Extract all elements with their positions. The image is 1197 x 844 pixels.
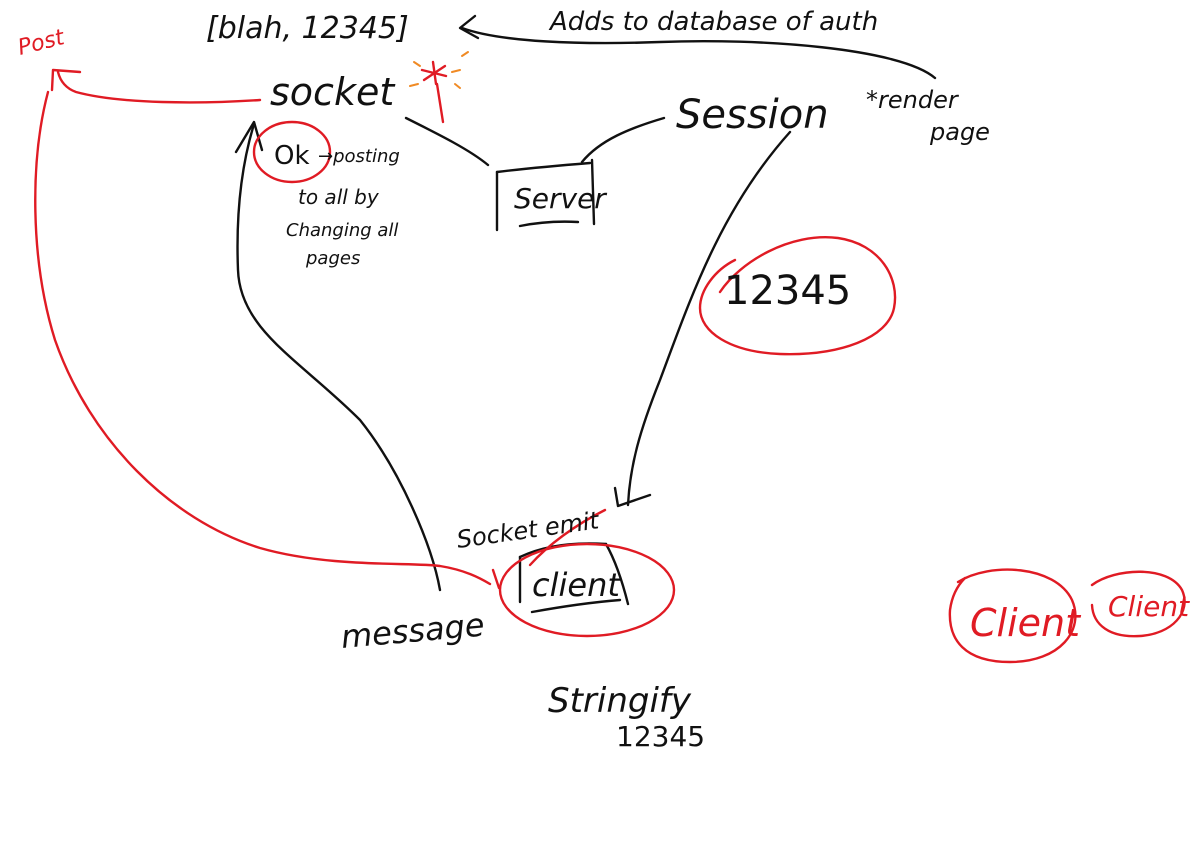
client-circle: [498, 542, 676, 638]
ok-label: Ok: [274, 141, 310, 171]
arrow-message-to-socket: [236, 122, 442, 592]
stringify-label-line1: Stringify: [548, 681, 692, 721]
arrow-socket-to-post: [56, 70, 262, 104]
arrow-render-to-array: [460, 26, 937, 80]
stringify-label-line2: 12345: [616, 720, 705, 753]
server-label: Server: [514, 182, 607, 215]
client-right-label-1: Client: [970, 601, 1082, 645]
session-label: Session: [676, 92, 829, 138]
client-right-circle-1: [948, 568, 1077, 664]
line-post-to-message: [34, 90, 492, 586]
id-bubble-circle: [698, 236, 897, 356]
render-page-label-line2: page: [929, 118, 990, 146]
client-right-label-2: Client: [1108, 590, 1190, 623]
message-label: message: [339, 606, 486, 656]
line-session-to-server: [580, 116, 666, 164]
server-box: [495, 158, 596, 232]
socket-emit-label: Socket emit: [455, 506, 602, 554]
arrow-session-to-client-head: [613, 486, 652, 508]
array-label: [blah, 12345]: [206, 11, 409, 46]
render-page-label-line1: *render: [866, 86, 960, 114]
arrow-message-to-socket-head: [234, 120, 264, 154]
socket-label: socket: [270, 70, 396, 114]
tick-mark: [491, 568, 501, 590]
client-right-circle-2: [1090, 570, 1186, 638]
post-label: Post: [15, 25, 68, 61]
line-socket-emit-to-client: [528, 508, 607, 567]
arrow-render-to-array-head: [458, 14, 480, 40]
posting-label-line2: to all by: [298, 185, 380, 209]
client-label: client: [532, 566, 621, 604]
posting-label-line1: →posting: [318, 146, 400, 167]
id-bubble-label: 12345: [724, 268, 851, 314]
posting-label-line4: pages: [305, 248, 360, 269]
spark-icon: [409, 51, 469, 124]
line-socket-to-server: [404, 116, 490, 167]
ok-circle: [252, 120, 332, 184]
arrow-session-to-client: [626, 130, 792, 507]
arrow-socket-to-post-head: [50, 68, 82, 92]
adds-to-database-label: Adds to database of auth: [548, 7, 878, 37]
posting-label-line3: Changing all: [286, 220, 398, 241]
